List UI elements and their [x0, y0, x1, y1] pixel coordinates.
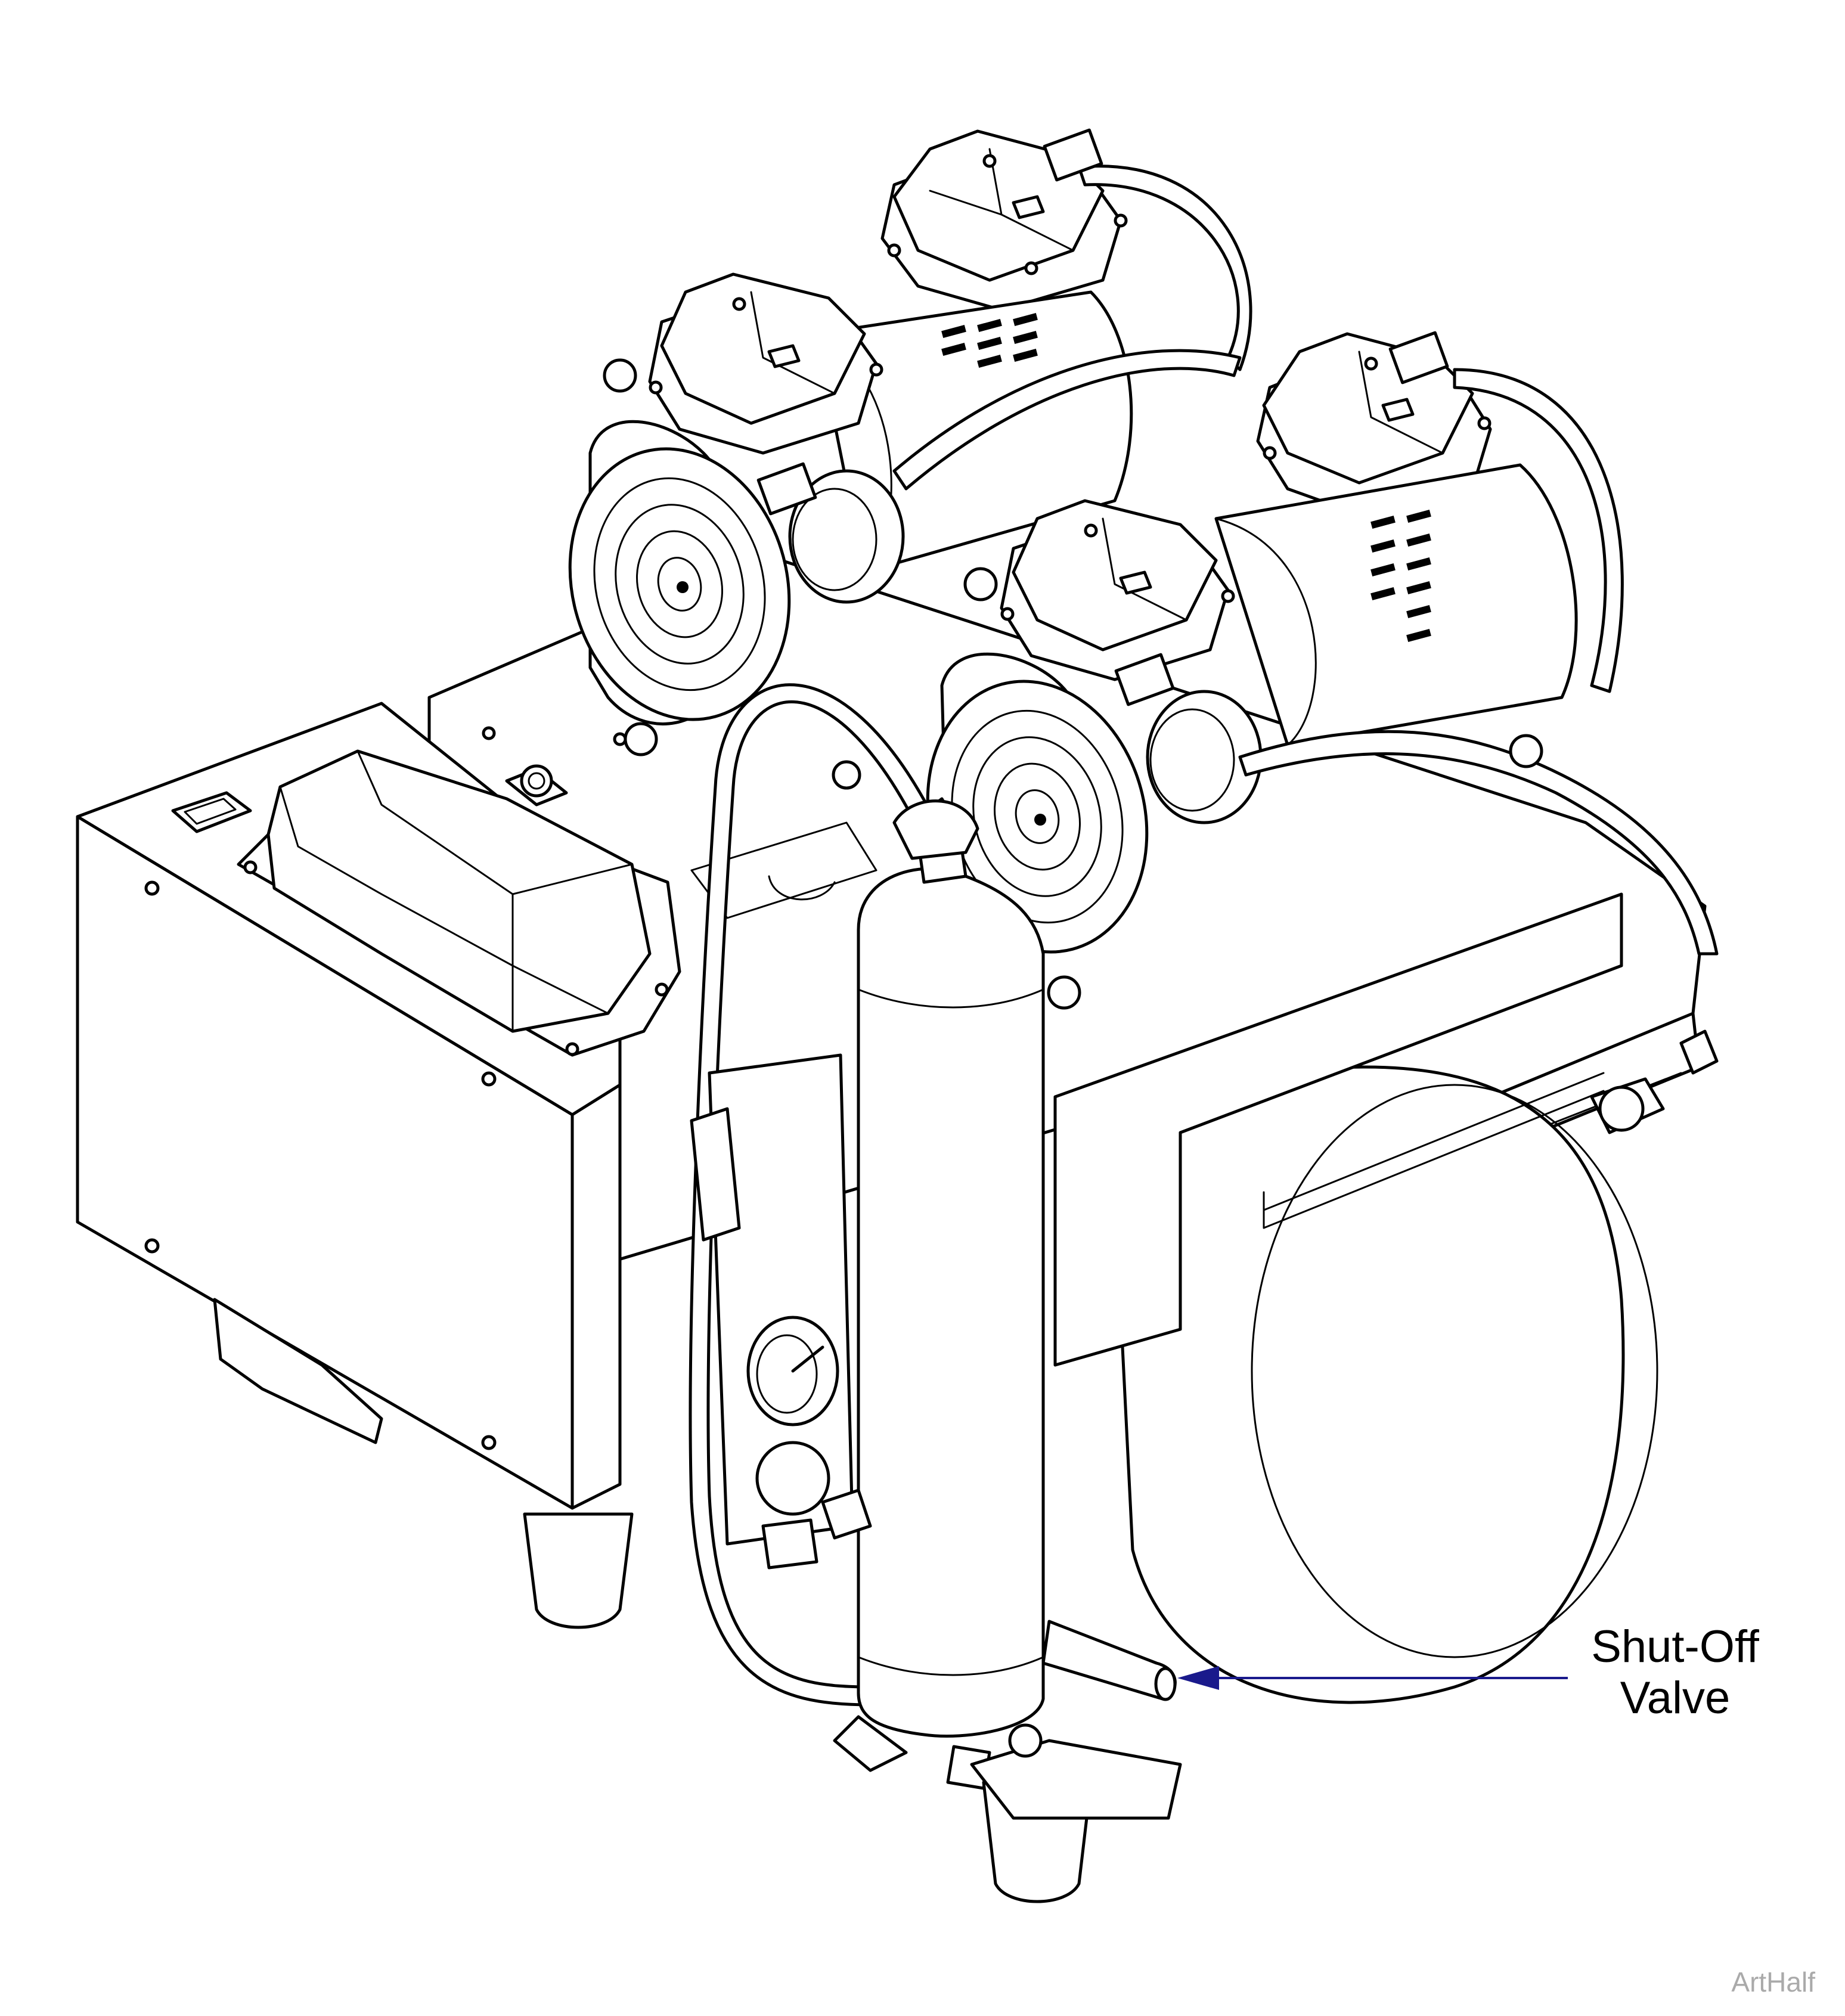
callout-line-1: Shut-Off [1591, 1621, 1759, 1672]
deck-bolts [624, 722, 1543, 1010]
muffler-front-left [756, 462, 905, 604]
air-tank [1053, 892, 1658, 1704]
callout-line-2: Valve [1620, 1673, 1731, 1723]
regulator-assembly [690, 1053, 872, 1570]
pump-rear-left [880, 129, 1128, 312]
watermark: ArtHalf [1731, 1967, 1815, 1998]
side-fittings [1590, 1029, 1719, 1134]
shut-off-valve [1041, 1620, 1177, 1701]
mounting-feet [523, 1512, 1182, 1903]
motor-rear-right [1214, 463, 1578, 747]
pump-front-right [926, 499, 1235, 958]
rear-hoses [892, 128, 1624, 693]
muffler-front-right [1114, 653, 1263, 824]
callout-arrow [1177, 1666, 1568, 1690]
electrical-connector [505, 764, 568, 807]
motor-cover [237, 749, 681, 1057]
filter-canister [833, 799, 1045, 1790]
callout-label: Shut-Off Valve [1550, 1621, 1800, 1724]
pump-front-left [568, 272, 883, 725]
